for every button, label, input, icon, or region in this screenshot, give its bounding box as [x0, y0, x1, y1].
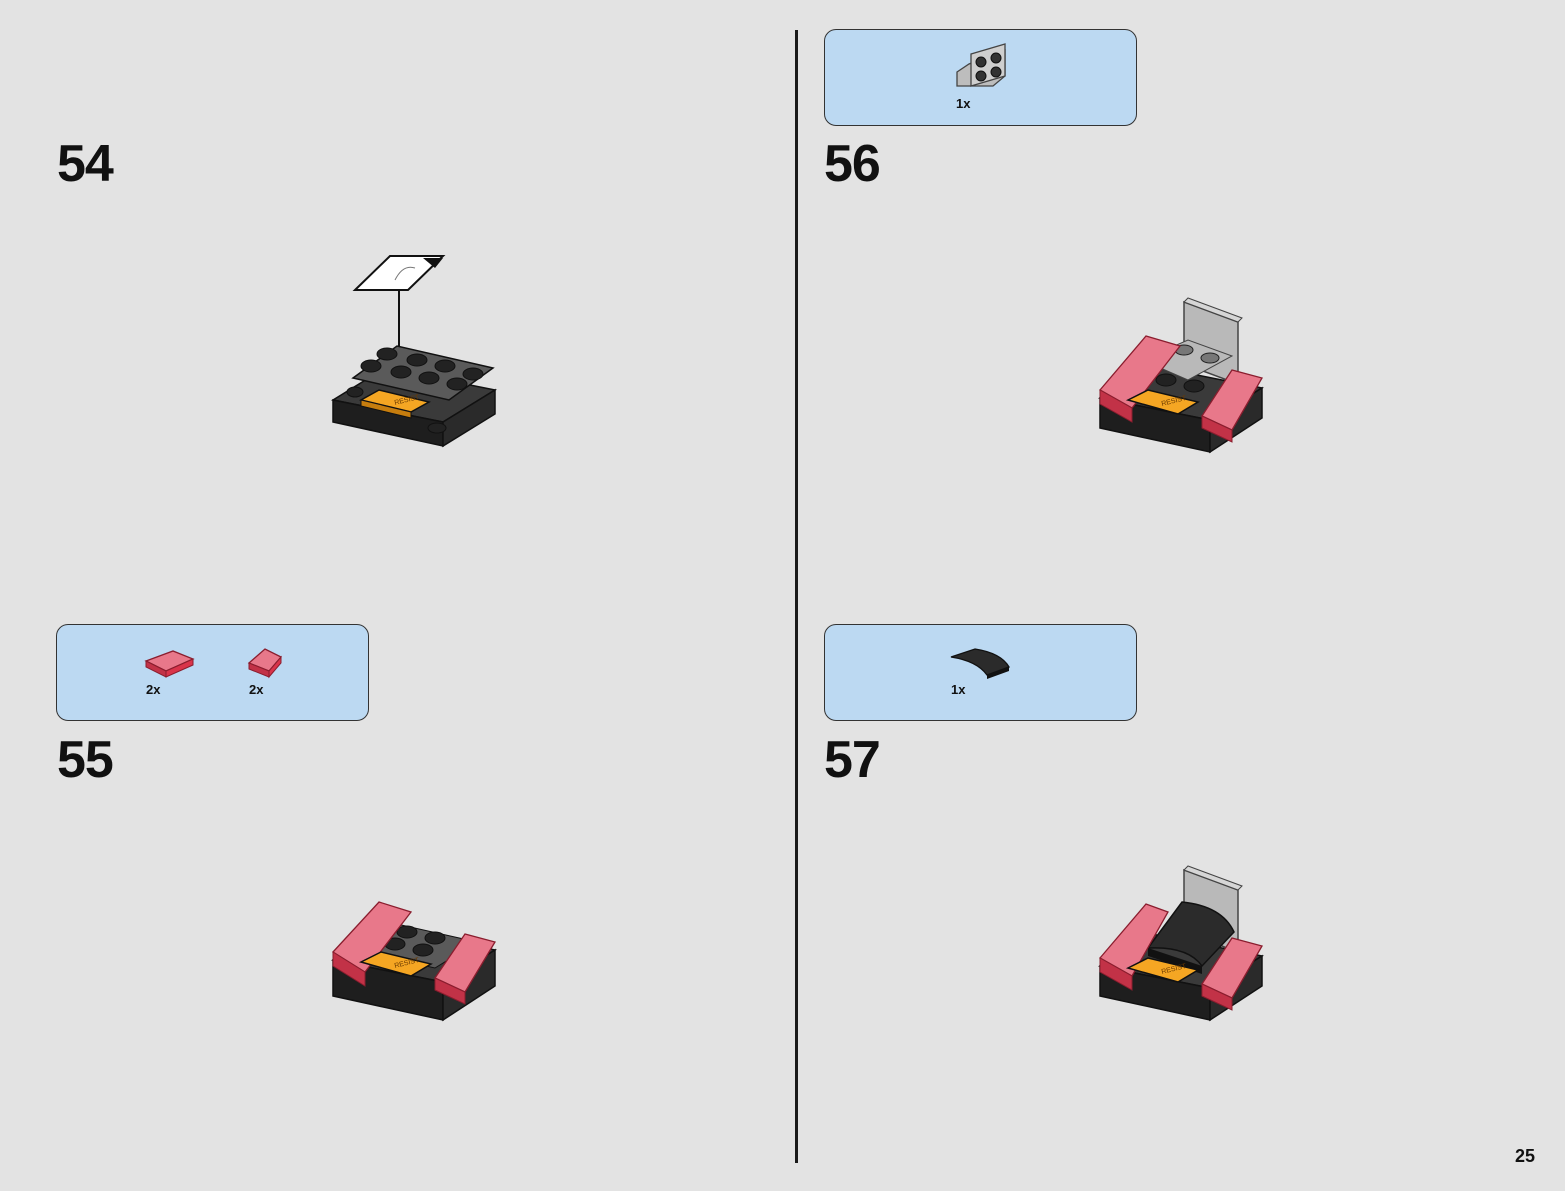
step-number-54: 54 — [57, 135, 114, 193]
step-56-parts-box: 1x — [824, 29, 1137, 126]
step-54-model-illustration: RESIST — [330, 255, 498, 448]
page-divider — [795, 30, 798, 1163]
step-number-57: 57 — [824, 731, 881, 789]
step-57-parts-box: 1x — [824, 624, 1137, 721]
step-55-model-illustration: RESIST — [330, 901, 498, 1022]
part-quantity: 1x — [956, 96, 971, 111]
page-number: 25 — [1514, 1146, 1535, 1166]
step-55-parts-box: 2x 2x — [56, 624, 369, 721]
black-curved-slope-icon — [950, 648, 1010, 679]
part-quantity: 2x — [249, 682, 264, 697]
step-57-model-illustration: RESIST — [1097, 865, 1265, 1022]
light-gray-bracket-icon — [956, 43, 1006, 87]
step-number-55: 55 — [57, 731, 114, 789]
part-quantity: 2x — [146, 682, 161, 697]
part-quantity: 1x — [951, 682, 966, 697]
trans-red-tile-icon — [144, 650, 195, 678]
step-number-56: 56 — [824, 135, 881, 193]
step-56-model-illustration: RESIST — [1097, 297, 1265, 454]
trans-red-slope-icon — [247, 648, 283, 679]
